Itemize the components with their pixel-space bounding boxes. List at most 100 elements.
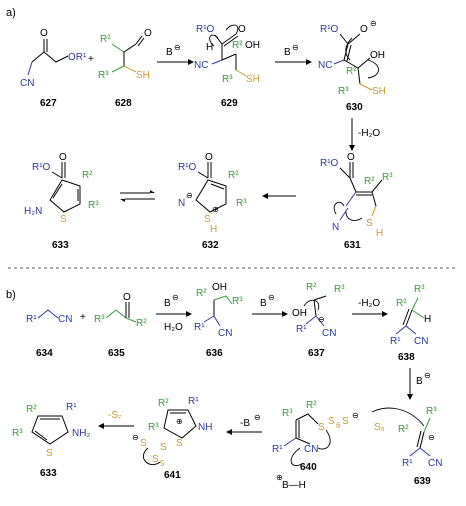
label-639: 639 [414,476,431,487]
svg-text:R²: R² [196,288,207,299]
arrow-step-b2: B ⊖ [252,293,288,317]
compound-632: R¹O O R² R³ S H ⊕ N ⊖ 632 [178,152,247,251]
svg-text:R¹: R¹ [194,322,205,333]
svg-text:OH: OH [370,50,385,61]
svg-text:SH: SH [246,74,260,85]
label-627: 627 [40,98,57,109]
cn-label: CN [20,78,34,89]
svg-text:CN: CN [428,458,442,469]
compound-633-a: R¹O O R² R³ S H₂N 633 [24,152,99,251]
compound-629: R¹O O H NC R² OH R³ SH 629 [194,24,260,109]
svg-text:H: H [210,224,217,235]
svg-text:R²: R² [306,282,317,293]
svg-text:-H₂O: -H₂O [358,128,380,139]
svg-text:S: S [318,422,325,433]
svg-text:H: H [206,42,213,53]
label-637: 637 [308,348,325,359]
svg-text:B: B [416,376,423,387]
svg-text:R³: R³ [426,406,437,417]
svg-text:-H₂O: -H₂O [358,298,380,309]
svg-text:H: H [424,314,431,325]
label-636: 636 [206,348,223,359]
svg-text:5: 5 [160,459,165,468]
label-634: 634 [36,348,53,359]
compound-638: R³ H R² R¹ CN 638 [390,284,431,363]
svg-text:⊖: ⊖ [132,433,139,442]
compound-635: R³ O R² 635 [94,292,147,359]
svg-text:CN: CN [58,314,72,325]
svg-text:S: S [160,442,167,453]
svg-text:R³: R³ [334,284,345,295]
label-633-a: 633 [52,240,69,251]
label-629: 629 [221,98,238,109]
svg-text:R¹O: R¹O [178,162,197,173]
svg-text:R²: R² [136,318,147,329]
label-638: 638 [398,352,415,363]
svg-text:R²: R² [232,40,243,51]
svg-text:CN: CN [322,328,336,339]
svg-text:O: O [347,152,355,163]
svg-text:R¹: R¹ [402,458,413,469]
compound-631: R¹O O R² R³ S H N 631 [320,152,393,251]
svg-text:S: S [328,416,335,427]
svg-text:R¹O: R¹O [196,24,215,35]
svg-text:⊖: ⊖ [268,293,275,302]
svg-text:⊖: ⊖ [254,413,261,422]
svg-text:S: S [204,214,211,225]
svg-text:R¹O: R¹O [320,24,339,35]
svg-text:OH: OH [292,308,307,319]
svg-text:B: B [260,298,267,309]
svg-text:NH₂: NH₂ [72,428,90,439]
svg-text:⊖: ⊖ [174,43,181,52]
panel-a-label: a) [6,7,16,19]
svg-text:R²: R² [364,176,375,187]
svg-text:⊖: ⊖ [186,191,193,200]
svg-text:R³: R³ [88,200,99,211]
carbonyl-o: O [40,28,48,39]
svg-text:R¹: R¹ [390,336,401,347]
svg-text:R³: R³ [338,86,349,97]
svg-text:S: S [342,416,349,427]
svg-text:SH: SH [372,86,386,97]
svg-text:⊕: ⊕ [276,473,283,482]
arrow-step-b5: -B ⊖ [226,413,262,435]
label-631: 631 [344,240,361,251]
svg-text:R²: R² [82,170,93,181]
svg-text:⊖: ⊖ [424,371,431,380]
compound-634: R¹ CN 634 [26,309,72,359]
svg-text:⊕: ⊕ [212,205,219,214]
svg-text:S: S [46,448,53,459]
svg-text:⊖: ⊖ [172,293,179,302]
svg-text:R³: R³ [414,284,425,295]
svg-text:R³: R³ [148,422,159,433]
label-628: 628 [115,98,132,109]
svg-text:R¹O: R¹O [32,162,51,173]
svg-text:S: S [366,218,373,229]
equilibrium-arrows [120,190,155,202]
r3-label: R³ [98,70,109,81]
s8-reagent: S₈ [374,422,385,433]
arrow-step-4 [262,193,296,199]
arrow-step-b4: B ⊖ [407,368,431,400]
compound-639: R³ ⊖ R² R¹ CN 639 [371,406,442,487]
svg-text:R²: R² [396,298,407,309]
svg-text:⊖: ⊖ [352,411,359,420]
compound-637: R² R³ OH R¹ CN ⊖ 637 [292,282,345,359]
compound-641: R² R¹ R³ NH ⊕ S S S ⊖ S 5 641 [132,396,212,481]
svg-text:R³: R³ [382,172,393,183]
compound-633-b: R² R¹ R³ NH₂ S 633 [12,402,90,479]
compound-636: R² OH R³ R¹ CN 636 [194,282,243,359]
svg-text:OH: OH [212,282,227,293]
svg-text:R²: R² [346,66,357,77]
svg-text:NH: NH [198,422,212,433]
compound-630: R¹O O ⊖ NC R² OH R³ SH 630 [318,19,386,113]
svg-text:⊖: ⊖ [292,43,299,52]
arrow-step-3: -H₂O [349,118,380,151]
svg-text:CN: CN [218,328,232,339]
svg-text:⊖: ⊖ [428,433,435,442]
ketone-o: O [144,28,152,39]
svg-text:⊖: ⊖ [370,19,377,28]
svg-text:O: O [360,24,368,35]
svg-text:H: H [376,228,383,239]
svg-text:R¹: R¹ [66,402,77,413]
